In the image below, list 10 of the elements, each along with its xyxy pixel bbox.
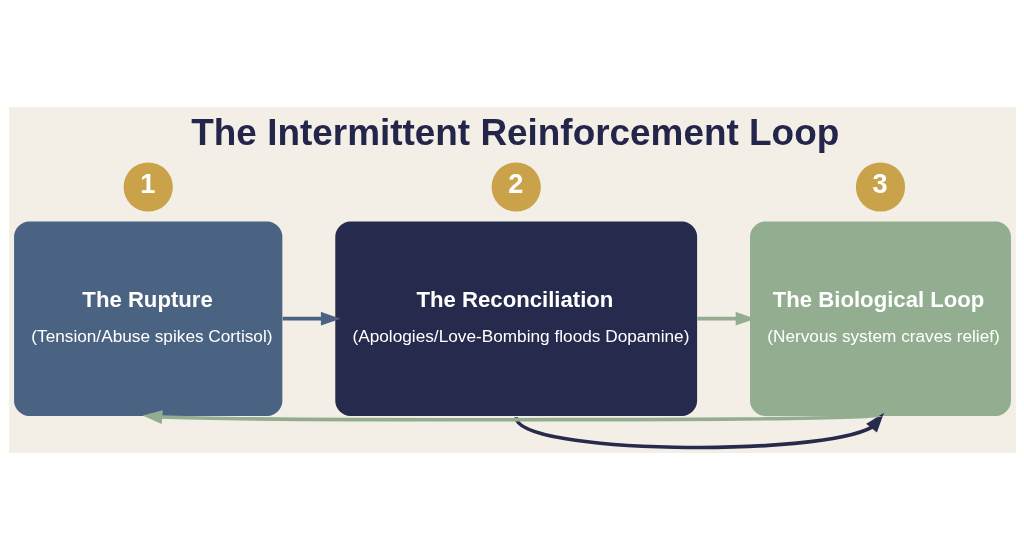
node-circle: 2 xyxy=(491,161,541,212)
diagram-title: The Intermittent Reinforcement Loop xyxy=(190,111,839,153)
arrow xyxy=(514,412,884,449)
node-circle: 3 xyxy=(855,161,905,212)
node-circle: 1 xyxy=(123,161,173,212)
node-box: The Reconciliation (Apologies/Love-Bombing floods Dopamine) xyxy=(334,220,697,416)
arrow xyxy=(282,311,341,326)
node-box: The Biological Loop (Nervous system craves relief) xyxy=(749,220,1011,416)
arrow xyxy=(142,409,881,424)
node-box: The Rupture (Tension/Abuse spikes Cortisol) xyxy=(13,220,282,416)
